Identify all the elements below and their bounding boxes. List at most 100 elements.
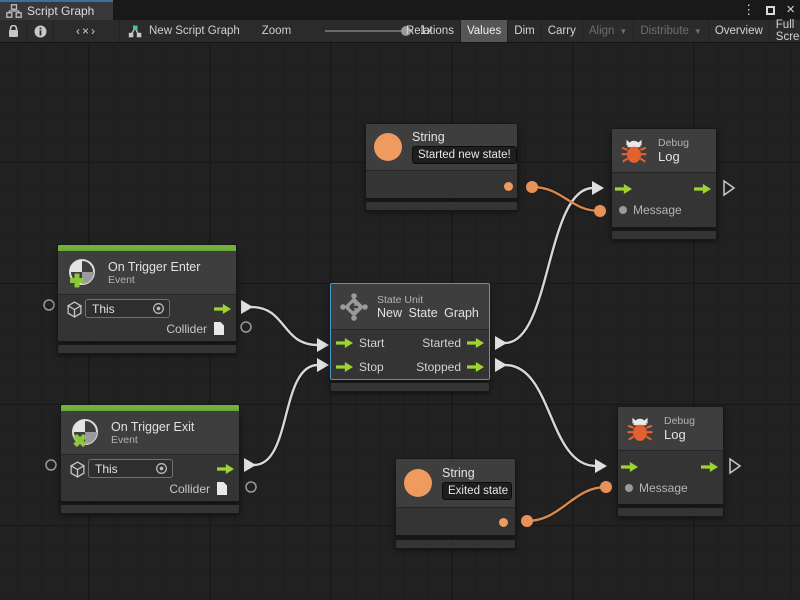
- overview-button[interactable]: Overview: [709, 20, 770, 42]
- state-port-row: Stop Stopped: [331, 355, 489, 379]
- wire-string-exited-to-message[interactable]: [526, 485, 607, 523]
- graph-name-text: New Script Graph: [149, 25, 240, 37]
- trigger-enter-target-port[interactable]: [43, 299, 55, 311]
- message-input-port[interactable]: [625, 484, 633, 492]
- node-title: Log: [658, 149, 680, 164]
- debug-top-message-endpoint[interactable]: [594, 205, 606, 217]
- tab-bar: Script Graph ⋮ ×: [0, 0, 800, 20]
- node-on-trigger-enter[interactable]: On Trigger Enter Event This: [57, 244, 237, 354]
- relations-button[interactable]: Relations: [400, 20, 461, 42]
- event-accent-strip: [57, 244, 237, 251]
- trigger-flow-output-port[interactable]: [217, 463, 234, 475]
- stop-flow-input-port[interactable]: [336, 361, 353, 373]
- debug-bottom-message-endpoint[interactable]: [600, 481, 612, 493]
- node-string-started[interactable]: String Started new state!: [365, 123, 518, 211]
- on-trigger-enter-icon: [69, 258, 95, 287]
- trigger-flow-output-port[interactable]: [214, 303, 231, 315]
- event-accent-strip: [60, 404, 240, 411]
- distribute-dropdown[interactable]: Distribute ▼: [634, 20, 709, 42]
- graph-toolbar: ‹×› New Script Graph Zoom 1x Relations V…: [0, 19, 800, 43]
- trigger-exit-collider-port[interactable]: [245, 481, 257, 493]
- string-value-input[interactable]: Exited state: [442, 482, 512, 500]
- zoom-slider[interactable]: [325, 20, 414, 42]
- wire-trigger-exit-to-stop[interactable]: [253, 363, 319, 467]
- trigger-enter-output-port[interactable]: [241, 300, 253, 314]
- string-exited-output-endpoint[interactable]: [521, 515, 533, 527]
- flow-input-port[interactable]: [621, 461, 638, 473]
- wire-string-started-to-message[interactable]: [531, 185, 601, 213]
- start-flow-input-port[interactable]: [336, 337, 353, 349]
- node-title: On Trigger Enter: [108, 259, 201, 274]
- node-title: Log: [664, 427, 686, 442]
- values-button[interactable]: Values: [460, 20, 509, 42]
- wire-stopped-to-debug-bottom[interactable]: [504, 363, 597, 468]
- target-dropdown[interactable]: This: [88, 459, 173, 478]
- stopped-flow-output-port[interactable]: [467, 361, 484, 373]
- unconnected-flow-ports: [723, 179, 742, 475]
- message-port-label: Message: [633, 203, 682, 217]
- debug-bug-icon: [627, 417, 653, 441]
- window-menu-icon[interactable]: ⋮: [742, 2, 756, 17]
- wire-trigger-enter-to-start[interactable]: [250, 305, 319, 347]
- state-started-output-port[interactable]: [495, 336, 507, 350]
- zoom-slider-handle[interactable]: [401, 26, 412, 36]
- lock-button[interactable]: [0, 20, 27, 42]
- string-output-port[interactable]: [499, 518, 508, 527]
- target-value: This: [95, 461, 118, 476]
- zoom-slider-track[interactable]: [325, 30, 414, 32]
- started-flow-output-port[interactable]: [467, 337, 484, 349]
- string-output-port[interactable]: [504, 182, 513, 191]
- state-stopped-output-port[interactable]: [495, 358, 507, 372]
- zoom-label: Zoom: [261, 25, 292, 37]
- debug-top-wire-arrowhead[interactable]: [592, 181, 604, 195]
- gameobject-cube-icon: [66, 301, 83, 318]
- flow-input-port[interactable]: [615, 183, 632, 195]
- debug-top-flow-output-port[interactable]: [723, 179, 736, 197]
- flow-output-port[interactable]: [694, 183, 711, 195]
- node-subtitle: Event: [111, 433, 138, 446]
- target-picker-icon[interactable]: [155, 462, 168, 475]
- carry-button[interactable]: Carry: [542, 20, 583, 42]
- node-state-unit[interactable]: State Unit New State Graph Start Started…: [330, 283, 490, 392]
- string-literal-icon: [404, 469, 432, 497]
- node-footer: [57, 344, 237, 354]
- tab-title: Script Graph: [27, 4, 95, 18]
- string-value-input[interactable]: Started new state!: [412, 146, 517, 164]
- target-picker-icon[interactable]: [152, 302, 165, 315]
- node-string-exited[interactable]: String Exited state: [395, 458, 516, 549]
- fullscreen-button[interactable]: Full Screen: [770, 19, 800, 43]
- node-category: Debug: [664, 415, 695, 427]
- target-dropdown[interactable]: This: [85, 299, 170, 318]
- flow-output-port[interactable]: [701, 461, 718, 473]
- wire-started-to-debug-top[interactable]: [504, 186, 594, 345]
- target-value: This: [92, 301, 115, 316]
- zoom-value: 1x: [420, 25, 433, 37]
- info-button[interactable]: [27, 20, 54, 42]
- node-on-trigger-exit[interactable]: On Trigger Exit Event This: [60, 404, 240, 514]
- on-trigger-exit-icon: [72, 418, 98, 447]
- close-icon[interactable]: ×: [786, 1, 795, 18]
- lock-icon: [8, 24, 18, 37]
- node-footer: [330, 382, 490, 392]
- trigger-exit-target-port[interactable]: [45, 459, 57, 471]
- state-stop-wire-arrowhead[interactable]: [317, 358, 329, 372]
- trigger-exit-output-port[interactable]: [244, 458, 256, 472]
- code-view-button[interactable]: ‹×›: [54, 20, 120, 42]
- collider-value-icon[interactable]: [216, 481, 228, 496]
- message-input-port[interactable]: [619, 206, 627, 214]
- align-dropdown[interactable]: Align ▼: [583, 20, 635, 42]
- maximize-icon[interactable]: [766, 5, 776, 15]
- state-port-row: Start Started: [331, 331, 489, 355]
- tab-script-graph[interactable]: Script Graph: [0, 0, 113, 20]
- debug-bottom-wire-arrowhead[interactable]: [595, 459, 607, 473]
- collider-value-icon[interactable]: [213, 321, 225, 336]
- node-footer: [611, 230, 717, 240]
- state-start-wire-arrowhead[interactable]: [317, 338, 329, 352]
- debug-bottom-flow-output-port[interactable]: [729, 457, 742, 475]
- trigger-enter-collider-port[interactable]: [240, 321, 252, 333]
- node-debug-log-bottom[interactable]: Debug Log Message: [617, 406, 724, 517]
- node-debug-log-top[interactable]: Debug Log Message: [611, 128, 717, 240]
- flow-port-triangles: [241, 181, 607, 473]
- string-started-output-endpoint[interactable]: [526, 181, 538, 193]
- dim-button[interactable]: Dim: [508, 20, 542, 42]
